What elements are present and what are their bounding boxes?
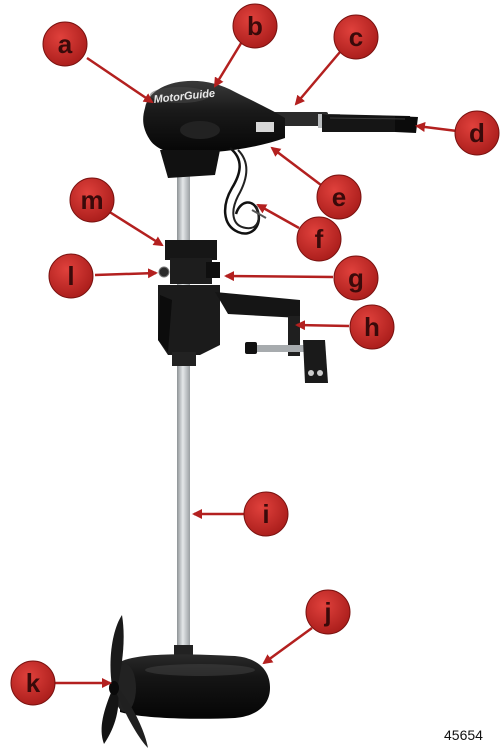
callout-j: j	[305, 589, 351, 635]
callout-h: h	[349, 304, 395, 350]
arrow-e	[270, 146, 322, 186]
callout-b: b	[232, 3, 278, 49]
callout-letter: c	[349, 22, 363, 52]
callouts: a b c d e f m l	[10, 3, 500, 706]
arrow-m	[107, 209, 164, 247]
callout-letter: m	[80, 185, 103, 215]
arrow-h	[295, 320, 350, 331]
callout-letter: g	[348, 263, 364, 293]
power-cable	[224, 147, 267, 235]
callout-letter: d	[469, 118, 485, 148]
lower-unit	[114, 645, 270, 719]
callout-letter: h	[364, 312, 380, 342]
arrow-c	[294, 51, 341, 106]
arrow-j	[262, 626, 313, 665]
propeller	[101, 615, 148, 748]
callout-e: e	[316, 174, 362, 220]
arrow-g	[224, 271, 334, 282]
motor-illustration: MotorGuide	[101, 80, 418, 748]
callout-letter: a	[58, 29, 73, 59]
arrow-a	[86, 56, 154, 104]
figure-number: 45654	[444, 727, 483, 743]
callout-c: c	[333, 14, 379, 60]
callout-i: i	[243, 491, 289, 537]
motor-head: MotorGuide	[143, 80, 285, 178]
callout-g: g	[333, 255, 379, 301]
transom-bracket	[158, 285, 328, 383]
callout-a: a	[42, 21, 88, 67]
callout-letter: l	[67, 261, 74, 291]
callout-letter: i	[262, 499, 269, 529]
callout-letter: b	[247, 11, 263, 41]
callout-f: f	[296, 216, 342, 262]
callout-k: k	[10, 660, 56, 706]
arrow-l	[94, 268, 158, 279]
callout-l: l	[48, 253, 94, 299]
arrow-b	[213, 39, 245, 88]
callout-letter: f	[315, 224, 324, 254]
callout-letter: k	[26, 668, 41, 698]
arrow-f	[256, 203, 300, 230]
tiller-handle	[268, 112, 418, 133]
callout-arrows	[55, 39, 466, 688]
callout-m: m	[69, 177, 115, 223]
callout-letter: e	[332, 182, 346, 212]
callout-letter: j	[323, 597, 331, 627]
collar	[158, 240, 220, 284]
callout-d: d	[454, 110, 500, 156]
